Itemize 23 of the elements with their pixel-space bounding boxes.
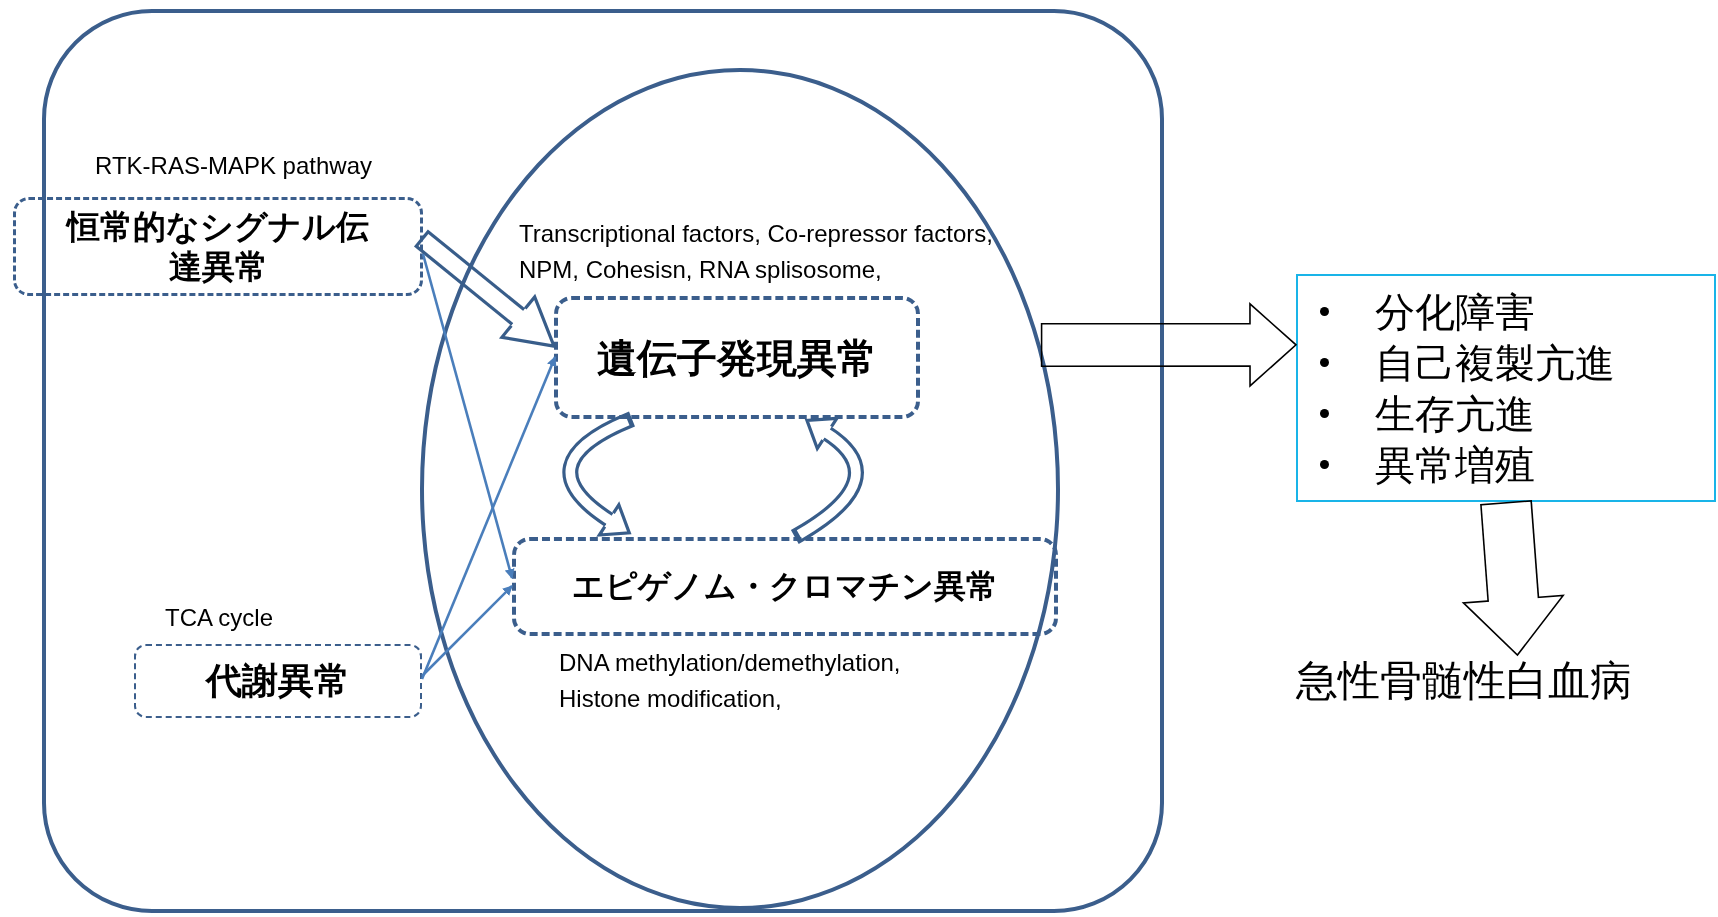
node-label: エピゲノム・クロマチン異常 — [572, 567, 998, 606]
arrow — [420, 356, 557, 680]
arrow — [421, 253, 515, 579]
list-item-text: 異常増殖 — [1375, 441, 1535, 489]
node-label: 恒常的なシグナル伝達異常 — [64, 206, 370, 287]
dashed-box — [13, 197, 423, 296]
annotation-text: RTK-RAS-MAPK pathway — [95, 151, 373, 181]
dashed-box — [554, 296, 920, 419]
node-label: 代謝異常 — [206, 659, 350, 703]
node-label: 遺伝子発現異常 — [597, 334, 877, 382]
dashed-box — [134, 644, 422, 718]
list-item-text: 分化障害 — [1375, 288, 1535, 336]
annotation-text: TCA cycle — [165, 603, 275, 633]
cell-outline — [42, 9, 1164, 913]
dashed-box — [512, 537, 1058, 636]
list-item-text: 自己複製亢進 — [1375, 339, 1615, 387]
node-label: 急性骨髄性白血病 — [1296, 655, 1632, 706]
annotation-text: DNA methylation/demethylation, Histone modification, — [559, 648, 902, 714]
annotation-text: Transcriptional factors, Co-repressor factors, NPM, Cohesisn, RNA splisosome, — [519, 219, 994, 285]
arrow — [421, 585, 513, 677]
result-list-box — [1296, 274, 1716, 502]
nucleus-ellipse — [420, 68, 1060, 910]
list-item-text: 生存亢進 — [1375, 390, 1535, 438]
